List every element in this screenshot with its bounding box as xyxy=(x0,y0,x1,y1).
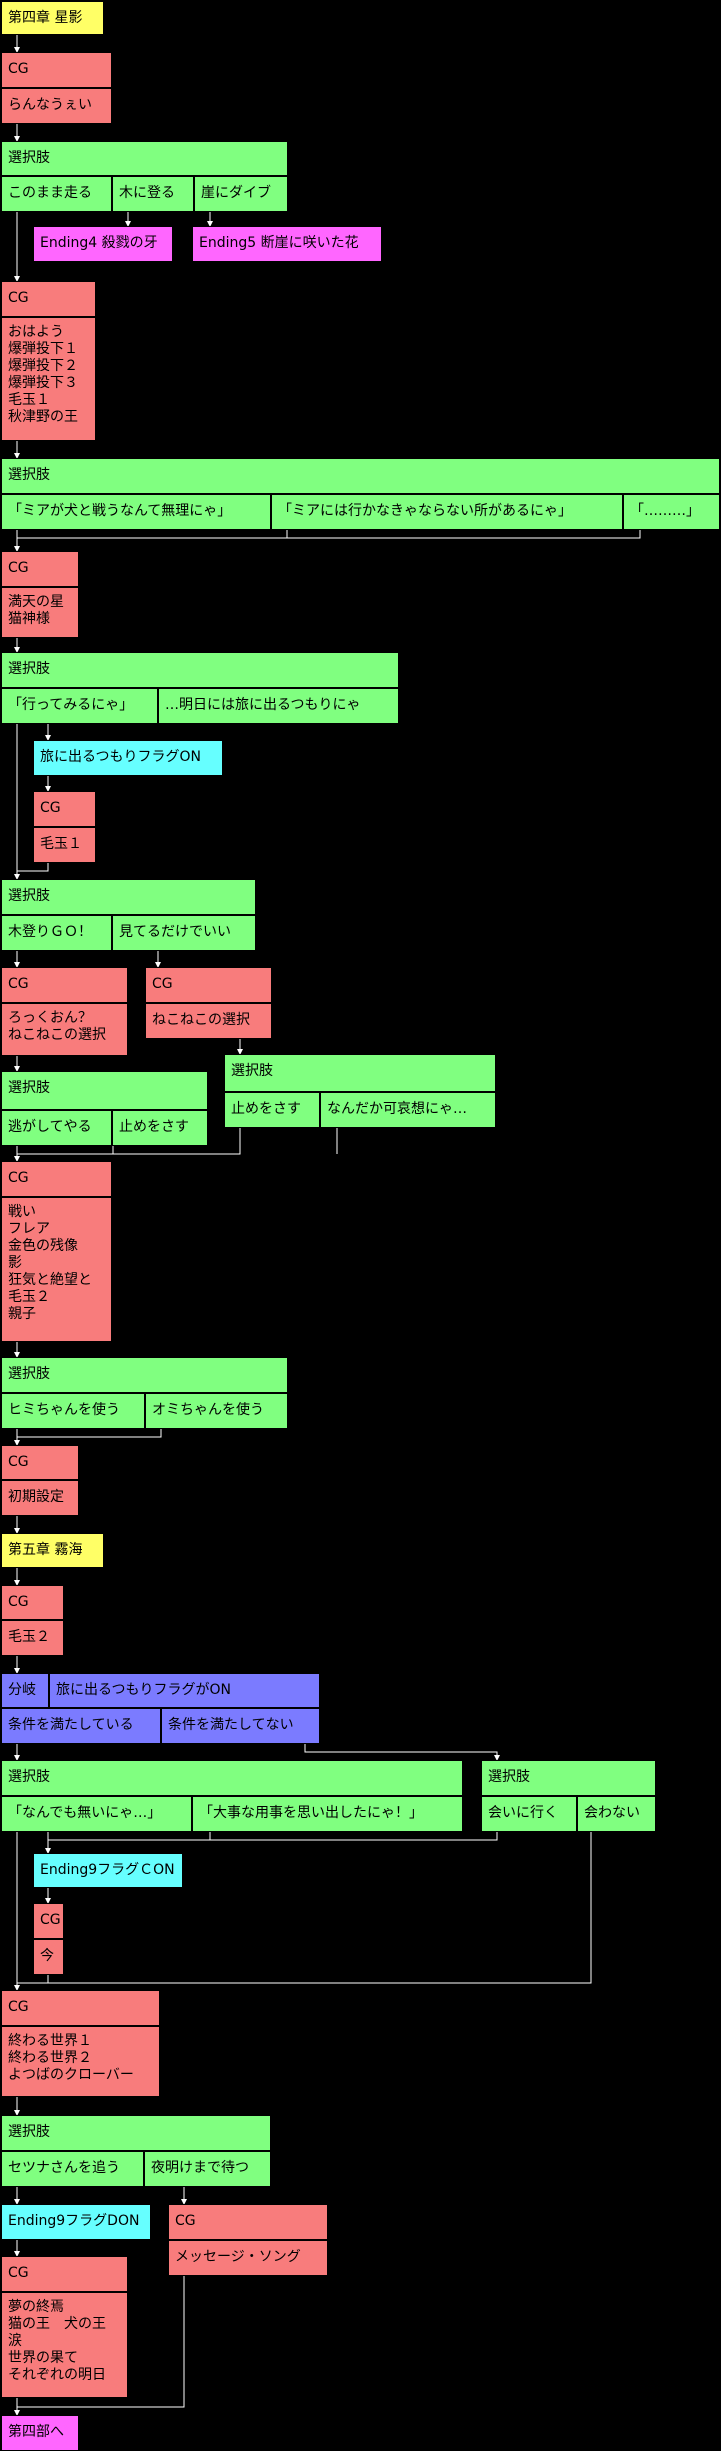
chapter5-title: 第五章 霧海 xyxy=(1,1533,104,1568)
choice2-option-3: 「………」 xyxy=(623,494,720,530)
branch1-condition: 旅に出るつもりフラグがON xyxy=(49,1673,320,1708)
branch1-header: 分岐 xyxy=(1,1673,49,1708)
chapter4-title: 第四章 星影 xyxy=(1,1,104,35)
choice5-option-1: 逃がしてやる xyxy=(1,1110,112,1146)
line-cg12-part4 xyxy=(17,2276,185,2408)
line-branch1-choice9 xyxy=(304,1744,500,1761)
choice3-option-1: 「行ってみるにゃ」 xyxy=(1,688,158,724)
choice3-header: 選択肢 xyxy=(1,652,399,688)
cg13-items: 夢の終焉 猫の王 犬の王 涙 世界の果て それぞれの明日 xyxy=(1,2292,128,2398)
line-choice7-opt2 xyxy=(17,1429,162,1438)
cg6-header: CG xyxy=(145,967,272,1003)
cg12-items: メッセージ・ソング xyxy=(168,2240,328,2276)
choice6-option-1: 止めをさす xyxy=(224,1092,320,1128)
line-choice9-merge xyxy=(210,1832,498,1841)
choice7-option-1: ヒミちゃんを使う xyxy=(1,1393,145,1429)
cg9-items: 毛玉２ xyxy=(1,1620,64,1656)
choice9-header: 選択肢 xyxy=(481,1760,656,1796)
ending5-box: Ending5 断崖に咲いた花 xyxy=(192,226,382,262)
choice5-header: 選択肢 xyxy=(1,1071,208,1110)
cg5-header: CG xyxy=(1,967,128,1003)
choice1-option-3: 崖にダイブ xyxy=(194,176,288,212)
choice7-option-2: オミちゃんを使う xyxy=(145,1393,288,1429)
choice10-option-2: 夜明けまで待つ xyxy=(144,2151,271,2187)
choice8-option-2: 「大事な用事を思い出したにゃ！」 xyxy=(192,1796,463,1832)
cg1-header: CG xyxy=(1,52,112,88)
cg8-header: CG xyxy=(1,1445,79,1480)
choice1-option-1: このまま走る xyxy=(1,176,112,212)
line-choice5-opt2 xyxy=(17,1146,114,1155)
choice10-option-1: セツナさんを追う xyxy=(1,2151,144,2187)
line-choice2-merge xyxy=(16,530,641,539)
cg3-items: 満天の星 猫神様 xyxy=(1,587,79,638)
line-cg10-merge xyxy=(17,1975,49,1984)
cg12-header: CG xyxy=(168,2204,328,2240)
choice7-header: 選択肢 xyxy=(1,1357,288,1393)
cg3-header: CG xyxy=(1,551,79,587)
choice8-header: 選択肢 xyxy=(1,1760,463,1796)
branch1-option-1: 条件を満たしている xyxy=(1,1708,161,1744)
cg4-header: CG xyxy=(33,791,96,827)
choice6-option-2: なんだか可哀想にゃ… xyxy=(320,1092,496,1128)
cg5-items: ろっくおん？ ねこねこの選択 xyxy=(1,1003,128,1056)
flag2-box: Ending9フラグＣON xyxy=(33,1853,183,1888)
cg13-header: CG xyxy=(1,2256,128,2292)
choice4-option-1: 木登りＧＯ！ xyxy=(1,915,112,951)
choice9-option-1: 会いに行く xyxy=(481,1796,577,1832)
cg11-header: CG xyxy=(1,1990,160,2026)
cg8-items: 初期設定 xyxy=(1,1480,79,1516)
flag1-box: 旅に出るつもりフラグON xyxy=(33,740,223,776)
choice8-option-1: 「なんでも無いにゃ…」 xyxy=(1,1796,192,1832)
cg4-items: 毛玉１ xyxy=(33,827,96,863)
choice4-option-2: 見てるだけでいい xyxy=(112,915,256,951)
cg1-items: らんなうぇい xyxy=(1,88,112,124)
choice10-header: 選択肢 xyxy=(1,2115,271,2151)
ending4-box: Ending4 殺戮の牙 xyxy=(33,226,173,262)
choice5-option-2: 止めをさす xyxy=(112,1110,208,1146)
flag3-box: Ending9フラグDON xyxy=(1,2204,151,2240)
choice2-option-1: 「ミアが犬と戦うなんて無理にゃ」 xyxy=(1,494,271,530)
cg6-items: ねこねこの選択 xyxy=(145,1003,272,1039)
choice2-option-2: 「ミアには行かなきゃならない所があるにゃ」 xyxy=(271,494,623,530)
cg7-header: CG xyxy=(1,1161,112,1197)
branch1-option-2: 条件を満たしてない xyxy=(161,1708,320,1744)
cg7-items: 戦い フレア 金色の残像 影 狂気と絶望と 毛玉２ 親子 xyxy=(1,1197,112,1342)
choice4-header: 選択肢 xyxy=(1,879,256,915)
line-choice8-opt2 xyxy=(48,1832,211,1841)
cg2-header: CG xyxy=(1,281,96,317)
line-choice9-opt2 xyxy=(48,1832,592,1984)
choice3-option-2: …明日には旅に出るつもりにゃ xyxy=(158,688,399,724)
choice1-option-2: 木に登る xyxy=(112,176,194,212)
to-part4-box: 第四部へ xyxy=(1,2415,79,2451)
cg9-header: CG xyxy=(1,1585,64,1620)
choice6-header: 選択肢 xyxy=(224,1054,496,1092)
line-cg4-merge xyxy=(17,863,49,872)
cg11-items: 終わる世界１ 終わる世界２ よつばのクローバー xyxy=(1,2026,160,2097)
cg10-items: 今 xyxy=(33,1939,64,1975)
cg2-items: おはよう 爆弾投下１ 爆弾投下２ 爆弾投下３ 毛玉１ 秋津野の王 xyxy=(1,317,96,441)
cg10-header: CG xyxy=(33,1903,64,1939)
choice1-header: 選択肢 xyxy=(1,141,288,176)
choice2-header: 選択肢 xyxy=(1,458,720,494)
choice9-option-2: 会わない xyxy=(577,1796,656,1832)
line-choice6-merge xyxy=(17,1128,241,1155)
